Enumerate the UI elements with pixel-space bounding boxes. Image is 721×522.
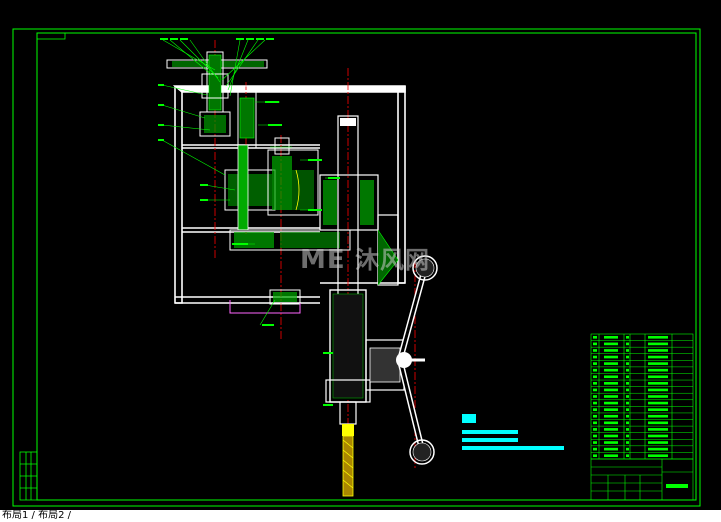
parts-row-mark [604, 342, 618, 346]
parts-row-mark [604, 362, 618, 365]
parts-row-mark [626, 362, 629, 365]
parts-row-mark [648, 335, 668, 339]
parts-row-mark [648, 382, 668, 385]
parts-row-mark [604, 447, 618, 451]
parts-row-mark [648, 434, 668, 438]
parts-row-mark [626, 342, 629, 346]
parts-row-mark [604, 421, 618, 425]
parts-row-mark [648, 375, 668, 379]
watermark-text: 沐风网 [355, 246, 430, 274]
tech-requirements-title: 技术要求 [478, 414, 506, 422]
outer-border [12, 28, 701, 507]
parts-row-mark [593, 349, 597, 352]
parts-row-mark [626, 454, 629, 458]
parts-row-mark [593, 362, 597, 365]
parts-row-mark [626, 355, 629, 359]
parts-row-mark [648, 395, 668, 398]
parts-row-mark [604, 375, 618, 379]
tech-title-bar [462, 414, 476, 423]
parts-row-mark [648, 454, 668, 458]
parts-row-mark [593, 441, 597, 444]
parts-row-mark [593, 382, 597, 385]
parts-row-mark [593, 375, 597, 379]
parts-row-mark [648, 362, 668, 365]
parts-row-mark [593, 454, 597, 458]
parts-row-mark [648, 421, 668, 425]
parts-row-mark [648, 414, 668, 418]
parts-row-mark [604, 454, 618, 458]
parts-row-mark [604, 368, 618, 372]
inner-border [36, 32, 697, 501]
parts-row-mark [604, 355, 618, 359]
parts-row-mark [648, 428, 668, 431]
parts-row-mark [626, 447, 629, 451]
parts-row-mark [626, 428, 629, 431]
parts-row-mark [626, 434, 629, 438]
parts-row-mark [626, 349, 629, 352]
parts-row-mark [593, 368, 597, 372]
corner-label-box [36, 32, 66, 40]
feed-handle-assembly [365, 255, 438, 465]
parts-row-mark [626, 401, 629, 405]
parts-row-mark [648, 388, 668, 392]
parts-row-mark [626, 388, 629, 392]
parts-row-mark [604, 441, 618, 444]
parts-row-mark [593, 401, 597, 405]
parts-row-mark [626, 375, 629, 379]
parts-row-mark [593, 388, 597, 392]
parts-row-mark [604, 401, 618, 405]
parts-list-rows [591, 335, 693, 458]
parts-row-mark [604, 388, 618, 392]
parts-row-mark [593, 395, 597, 398]
parts-row-mark [648, 368, 668, 372]
parts-row-mark [593, 408, 597, 411]
parts-row-mark [648, 349, 668, 352]
parts-row-mark [604, 382, 618, 385]
input-shaft-assembly [166, 51, 268, 149]
parts-row-mark [604, 395, 618, 398]
parts-row-mark [626, 414, 629, 418]
parts-row-mark [593, 342, 597, 346]
parts-row-mark [604, 428, 618, 431]
parts-row-mark [648, 441, 668, 444]
parts-row-mark [626, 441, 629, 444]
parts-row-mark [604, 408, 618, 411]
parts-row-mark [593, 421, 597, 425]
parts-row-mark [648, 447, 668, 451]
parts-row-mark [593, 355, 597, 359]
parts-row-mark [626, 335, 629, 339]
parts-row-mark [648, 342, 668, 346]
parts-row-mark [648, 355, 668, 359]
parts-row-mark [593, 414, 597, 418]
middle-gear-train [224, 137, 319, 231]
parts-row-mark [626, 368, 629, 372]
parts-row-mark [604, 414, 618, 418]
parts-row-mark [626, 408, 629, 411]
parts-row-mark [593, 335, 597, 339]
parts-row-mark [593, 447, 597, 451]
parts-row-mark [626, 395, 629, 398]
parts-row-mark [593, 428, 597, 431]
title-block [590, 458, 694, 501]
parts-row-mark [626, 421, 629, 425]
watermark: ME 沐风网 [300, 240, 430, 275]
layout-tabs[interactable]: 布局1 / 布局2 / [0, 510, 721, 522]
parts-row-mark [626, 382, 629, 385]
leader-label-marks [158, 38, 340, 406]
watermark-logo-icon: ME [300, 245, 346, 275]
parts-row-mark [648, 401, 668, 405]
parts-row-mark [593, 434, 597, 438]
parts-list-table [590, 333, 694, 460]
parts-row-mark [604, 349, 618, 352]
left-side-strip [19, 451, 38, 501]
parts-row-mark [648, 408, 668, 411]
parts-row-mark [604, 434, 618, 438]
technical-requirements [462, 414, 564, 450]
parts-row-mark [604, 335, 618, 339]
spindle-column [319, 115, 399, 436]
drill-bit [342, 435, 354, 497]
